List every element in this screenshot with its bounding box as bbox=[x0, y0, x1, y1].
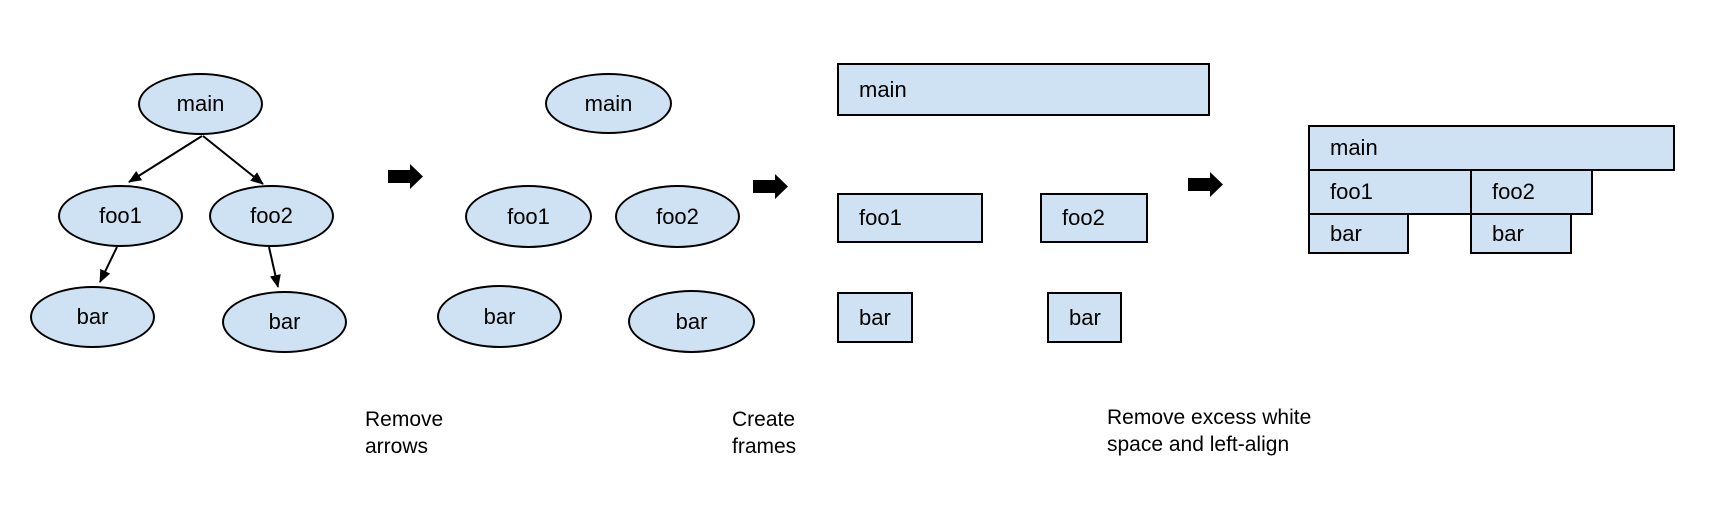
noarrows-node-bar-left-label: bar bbox=[483, 303, 516, 329]
frame-node-bar-left: bar bbox=[837, 292, 913, 343]
edge-main-to-foo1 bbox=[128, 135, 203, 183]
frame-node-main-label: main bbox=[859, 76, 907, 102]
flame-frame-bar-left-label: bar bbox=[1330, 220, 1362, 246]
noarrows-node-foo1: foo1 bbox=[465, 185, 592, 248]
tree-node-bar-left: bar bbox=[30, 286, 155, 348]
frame-node-bar-right: bar bbox=[1047, 292, 1122, 343]
edge-main-to-foo2 bbox=[202, 135, 264, 185]
edge-foo2-to-bar bbox=[268, 246, 281, 288]
right-arrow-icon-step1 bbox=[388, 164, 423, 189]
caption-remove-arrows: Remove arrows bbox=[365, 408, 444, 458]
frame-node-main: main bbox=[837, 63, 1210, 116]
noarrows-node-bar-right: bar bbox=[628, 290, 755, 353]
frame-node-bar-right-label: bar bbox=[1069, 304, 1101, 330]
edge-foo1-to-bar bbox=[99, 246, 118, 283]
tree-node-bar-left-label: bar bbox=[76, 304, 109, 329]
tree-node-foo1: foo1 bbox=[58, 185, 183, 247]
right-arrow-icon-step3 bbox=[1188, 172, 1223, 197]
flame-frame-foo2-label: foo2 bbox=[1492, 179, 1535, 204]
tree-node-bar-right-label: bar bbox=[268, 309, 301, 334]
tree-node-main: main bbox=[138, 73, 263, 135]
noarrows-node-main-label: main bbox=[584, 90, 633, 116]
noarrows-node-main: main bbox=[545, 73, 672, 134]
noarrows-node-foo2-label: foo2 bbox=[656, 203, 699, 229]
tree-node-foo2: foo2 bbox=[209, 185, 334, 247]
tree-node-main-label: main bbox=[176, 91, 225, 116]
flame-frame-main-label: main bbox=[1330, 135, 1378, 160]
flame-frame-main: main bbox=[1308, 125, 1675, 171]
flame-frame-foo2: foo2 bbox=[1470, 169, 1593, 215]
flame-frame-foo1: foo1 bbox=[1308, 169, 1472, 215]
flame-frame-foo1-label: foo1 bbox=[1330, 179, 1373, 204]
frame-node-foo1: foo1 bbox=[837, 193, 983, 243]
flame-frame-bar-right: bar bbox=[1470, 213, 1572, 254]
noarrows-node-foo1-label: foo1 bbox=[507, 203, 550, 229]
tree-node-foo1-label: foo1 bbox=[99, 203, 142, 228]
flame-frame-bar-left: bar bbox=[1308, 213, 1409, 254]
noarrows-node-bar-left: bar bbox=[437, 285, 562, 348]
noarrows-node-bar-right-label: bar bbox=[675, 308, 708, 334]
frame-node-foo2: foo2 bbox=[1040, 193, 1148, 243]
noarrows-node-foo2: foo2 bbox=[615, 185, 740, 248]
frame-node-bar-left-label: bar bbox=[859, 304, 891, 330]
tree-node-foo2-label: foo2 bbox=[250, 203, 293, 228]
right-arrow-icon-step2 bbox=[753, 174, 788, 199]
flame-frame-bar-right-label: bar bbox=[1492, 220, 1524, 246]
tree-node-bar-right: bar bbox=[222, 291, 347, 353]
caption-remove-whitespace-left-align: Remove excess white space and left-align bbox=[1107, 406, 1312, 456]
frame-node-foo2-label: foo2 bbox=[1062, 205, 1105, 230]
frame-node-foo1-label: foo1 bbox=[859, 205, 902, 230]
caption-create-frames: Create frames bbox=[732, 408, 797, 458]
